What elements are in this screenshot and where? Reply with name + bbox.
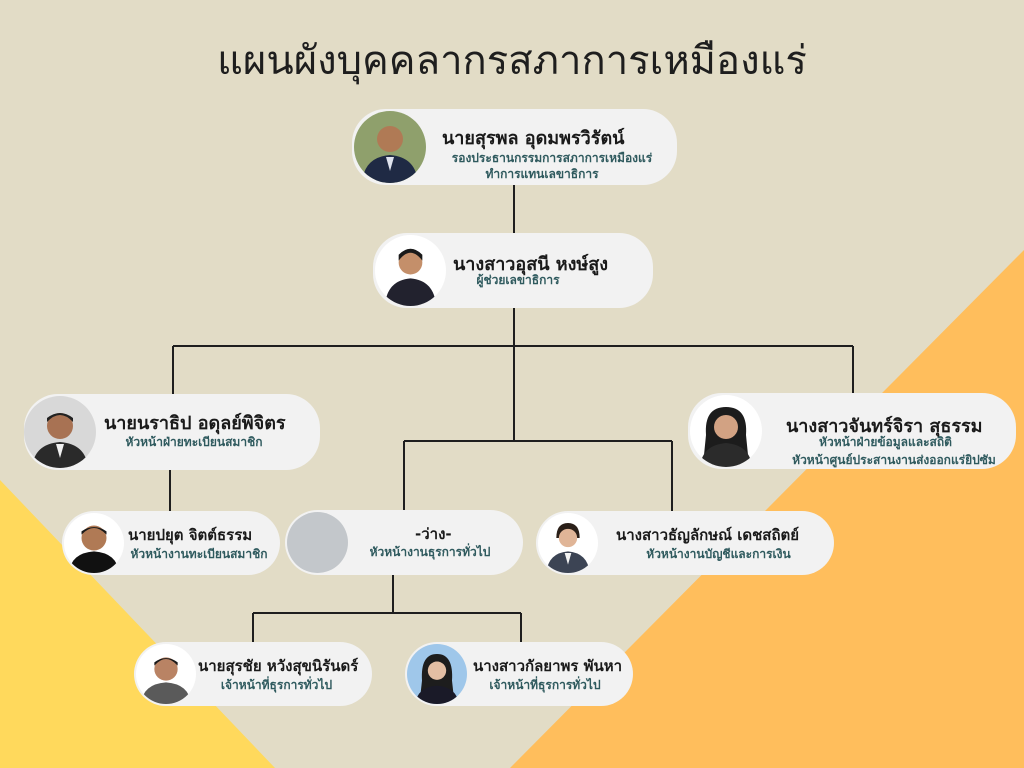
person-role: ผู้ช่วยเลขาธิการ [476, 273, 560, 287]
person-card-deputy-chair: นายสุรพล อุดมพรวิรัตน์ รองประธานกรรมการส… [352, 109, 677, 185]
person-role: หัวหน้างานธุรการทั่วไป [369, 545, 491, 559]
person-card-accounting-head: นางสาวธัญลักษณ์ เดชสถิตย์ หัวหน้างานบัญช… [536, 511, 834, 575]
person-card-admin-officer-1: นายสุรชัย หวังสุขนิรันดร์ เจ้าหน้าที่ธุร… [134, 642, 372, 706]
person-role: เจ้าหน้าที่ธุรการทั่วไป [220, 678, 333, 692]
person-photo [538, 513, 598, 573]
person-name: นางสาวกัลยาพร พันหา [473, 657, 623, 675]
person-photo [375, 235, 446, 306]
person-name: นายสุรพล อุดมพรวิรัตน์ [442, 128, 625, 149]
person-name: นางสาวธัญลักษณ์ เดชสถิตย์ [616, 526, 800, 544]
person-name: นายสุรชัย หวังสุขนิรันดร์ [198, 657, 359, 675]
person-photo-placeholder [287, 512, 348, 573]
person-role-2: ทำการแทนเลขาธิการ [485, 167, 599, 181]
person-photo [64, 513, 124, 573]
person-role: รองประธานกรรมการสภาการเหมืองแร่ [451, 151, 653, 165]
person-card-data-head: นางสาวจันทร์จิรา สุธรรม หัวหน้าฝ่ายข้อมู… [688, 393, 1016, 469]
person-card-registration-head: นายนราธิป อดุลย์พิจิตร หัวหน้าฝ่ายทะเบีย… [24, 394, 320, 470]
person-card-vacant-admin-head: -ว่าง- หัวหน้างานธุรการทั่วไป [285, 510, 523, 575]
person-photo [24, 396, 96, 468]
person-name: นายปยุต จิตต์ธรรม [128, 526, 253, 544]
person-photo [354, 111, 426, 183]
person-role: หัวหน้าฝ่ายทะเบียนสมาชิก [125, 435, 263, 449]
person-role: หัวหน้างานบัญชีและการเงิน [646, 547, 791, 561]
person-photo [136, 644, 196, 704]
person-role-2: หัวหน้าศูนย์ประสานงานส่งออกแร่ยิปซัม [792, 453, 996, 467]
person-photo [407, 644, 467, 704]
person-name: นางสาวจันทร์จิรา สุธรรม [786, 416, 983, 437]
person-name: -ว่าง- [415, 525, 452, 543]
person-photo [690, 395, 762, 467]
person-card-admin-officer-2: นางสาวกัลยาพร พันหา เจ้าหน้าที่ธุรการทั่… [405, 642, 633, 706]
person-name: นายนราธิป อดุลย์พิจิตร [104, 413, 286, 434]
person-card-assistant-secretary: นางสาวอุสนี หงษ์สูง ผู้ช่วยเลขาธิการ [373, 233, 653, 308]
person-name: นางสาวอุสนี หงษ์สูง [453, 254, 609, 275]
page-title: แผนผังบุคคลากรสภาการเหมืองแร่ [217, 38, 807, 84]
person-role: เจ้าหน้าที่ธุรการทั่วไป [489, 678, 601, 692]
orange-triangle [510, 250, 1024, 768]
person-card-registration-section-head: นายปยุต จิตต์ธรรม หัวหน้างานทะเบียนสมาชิ… [62, 511, 280, 575]
person-role: หัวหน้าฝ่ายข้อมูลและสถิติ [819, 435, 952, 449]
person-role: หัวหน้างานทะเบียนสมาชิก [130, 547, 268, 561]
